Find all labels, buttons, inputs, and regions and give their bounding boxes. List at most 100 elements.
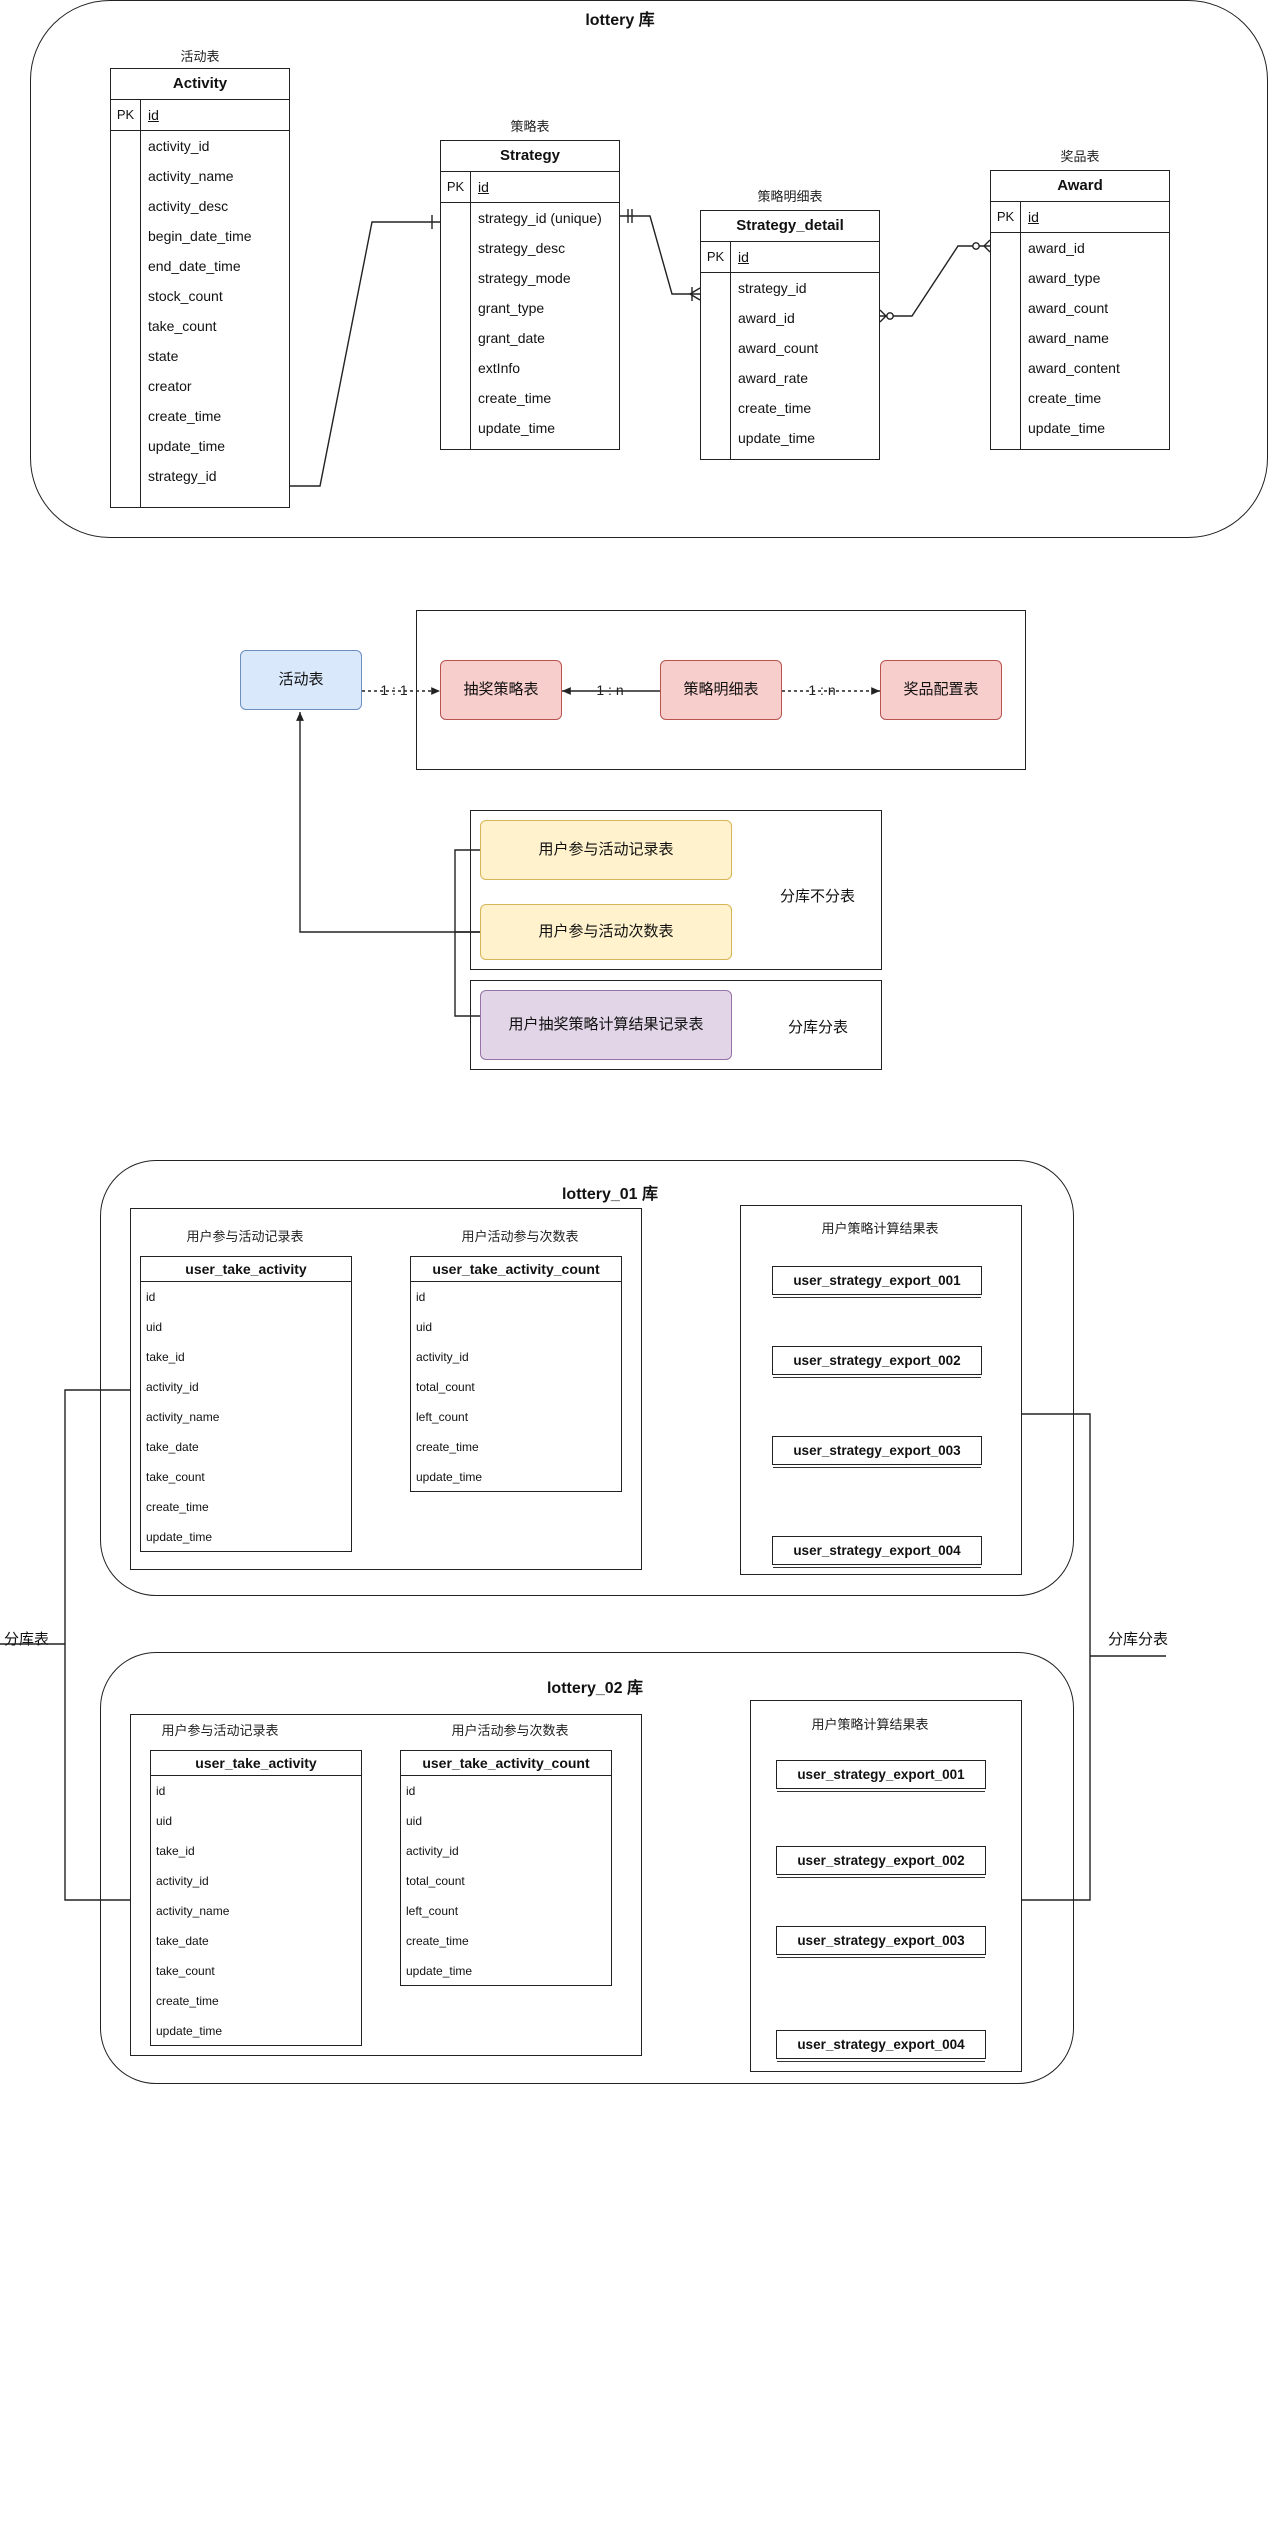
lottery-02-export-group [750, 1700, 1022, 2072]
relation-label-1-n: 1 : n [804, 682, 840, 698]
strategy-caption: 策略表 [510, 119, 550, 134]
field: grant_type [478, 300, 545, 316]
er-link-detail-award [880, 245, 990, 317]
user-take-activity-table: user_take_activity id uid take_id activi… [140, 1256, 352, 1552]
left-bracket [64, 1389, 130, 1901]
take-caption: 用户参与活动记录表 [186, 1229, 304, 1244]
field: id [406, 1784, 416, 1798]
field: create_time [156, 1994, 219, 2008]
user-take-activity-count-table: user_take_activity_count id uid activity… [410, 1256, 622, 1492]
pk-label: PK [991, 202, 1021, 232]
field: take_count [146, 1470, 205, 1484]
user-take-activity-count-table: user_take_activity_count id uid activity… [400, 1750, 612, 1986]
field: award_count [1028, 300, 1109, 316]
award-caption: 奖品表 [1060, 149, 1100, 164]
field: award_type [1028, 270, 1101, 286]
pk-field: id [478, 179, 489, 195]
table-title: user_take_activity_count [411, 1257, 621, 1282]
field: update_time [416, 1470, 483, 1484]
field: take_count [156, 1964, 215, 1978]
lottery-02-title: lottery_02 库 [546, 1680, 644, 1697]
field-list: strategy_id (unique) strategy_desc strat… [471, 203, 619, 450]
field: strategy_id (unique) [478, 210, 602, 226]
table-title: user_take_activity [151, 1751, 361, 1776]
field: state [148, 348, 179, 364]
field: award_count [738, 340, 819, 356]
field: award_id [1028, 240, 1085, 256]
right-split-db-table-label: 分库分表 [1108, 1631, 1169, 1648]
field: activity_id [416, 1350, 469, 1364]
pk-label: PK [701, 242, 731, 272]
take-caption: 用户参与活动记录表 [161, 1723, 279, 1738]
right-bracket [1022, 1413, 1091, 1901]
pk-field: id [1028, 209, 1039, 225]
pk-field: id [148, 107, 159, 123]
field: total_count [406, 1874, 465, 1888]
field: uid [156, 1814, 173, 1828]
field: strategy_id [738, 280, 807, 296]
strategy-entity: Strategy PK id strategy_id (unique) strat… [440, 140, 620, 450]
field: create_time [148, 408, 222, 424]
field: update_time [1028, 420, 1106, 436]
pk-field: id [738, 249, 749, 265]
field-list: activity_id activity_name activity_desc … [141, 131, 289, 507]
er-link-activity-strategy [290, 221, 440, 487]
strategy-export-table: user_strategy_export_004 [772, 1536, 982, 1565]
strategy-export-table: user_strategy_export_001 [772, 1266, 982, 1295]
field: activity_desc [148, 198, 229, 214]
pk-label: PK [111, 100, 141, 130]
field: update_time [146, 1530, 213, 1544]
field: uid [146, 1320, 163, 1334]
lottery-02-region [100, 1652, 1074, 2084]
field: activity_id [406, 1844, 459, 1858]
export-caption: 用户策略计算结果表 [811, 1717, 929, 1732]
strategy-entity-title: Strategy [441, 141, 619, 172]
table-title: user_take_activity [141, 1257, 351, 1282]
strategy-node: 抽奖策略表 [440, 660, 562, 720]
field: create_time [416, 1440, 479, 1454]
lottery-01-region [100, 1160, 1074, 1596]
field: take_count [148, 318, 217, 334]
field: activity_name [146, 1410, 220, 1424]
lottery-01-title: lottery_01 库 [561, 1186, 659, 1203]
activity-caption: 活动表 [180, 49, 220, 64]
relation-label-1-n: 1 : n [592, 682, 628, 698]
field: update_time [406, 1964, 473, 1978]
field: left_count [416, 1410, 469, 1424]
field: update_time [738, 430, 816, 446]
strategy-export-table: user_strategy_export_003 [772, 1436, 982, 1465]
strategy-detail-caption: 策略明细表 [757, 189, 823, 204]
strategy-result-node: 用户抽奖策略计算结果记录表 [480, 990, 732, 1060]
strategy-detail-entity-title: Strategy_detail [701, 211, 879, 242]
field: id [416, 1290, 426, 1304]
lottery-db-region [30, 0, 1268, 538]
strategy-export-table: user_strategy_export_001 [776, 1760, 986, 1789]
field: activity_name [148, 168, 234, 184]
field: award_name [1028, 330, 1109, 346]
field: strategy_desc [478, 240, 566, 256]
field: strategy_id [148, 468, 217, 484]
activity-entity: Activity PK id activity_id activity_name … [110, 68, 290, 508]
user-take-activity-table: user_take_activity id uid take_id activi… [150, 1750, 362, 2046]
strategy-export-table: user_strategy_export_002 [772, 1346, 982, 1375]
field: update_time [478, 420, 556, 436]
take-record-node: 用户参与活动记录表 [480, 820, 732, 880]
pk-label: PK [441, 172, 471, 202]
field: take_id [146, 1350, 185, 1364]
field: id [146, 1290, 156, 1304]
strategy-detail-node: 策略明细表 [660, 660, 782, 720]
config-tables-group [416, 610, 1026, 770]
strategy-export-table: user_strategy_export_003 [776, 1926, 986, 1955]
field: strategy_mode [478, 270, 571, 286]
field: total_count [416, 1380, 475, 1394]
field: create_time [146, 1500, 209, 1514]
activity-entity-title: Activity [111, 69, 289, 100]
lottery-02-take-group [130, 1714, 642, 2056]
lottery-01-take-group [130, 1208, 642, 1570]
field: activity_name [156, 1904, 230, 1918]
field: update_time [156, 2024, 223, 2038]
field-list: award_id award_type award_count award_na… [1021, 233, 1169, 450]
field: stock_count [148, 288, 223, 304]
